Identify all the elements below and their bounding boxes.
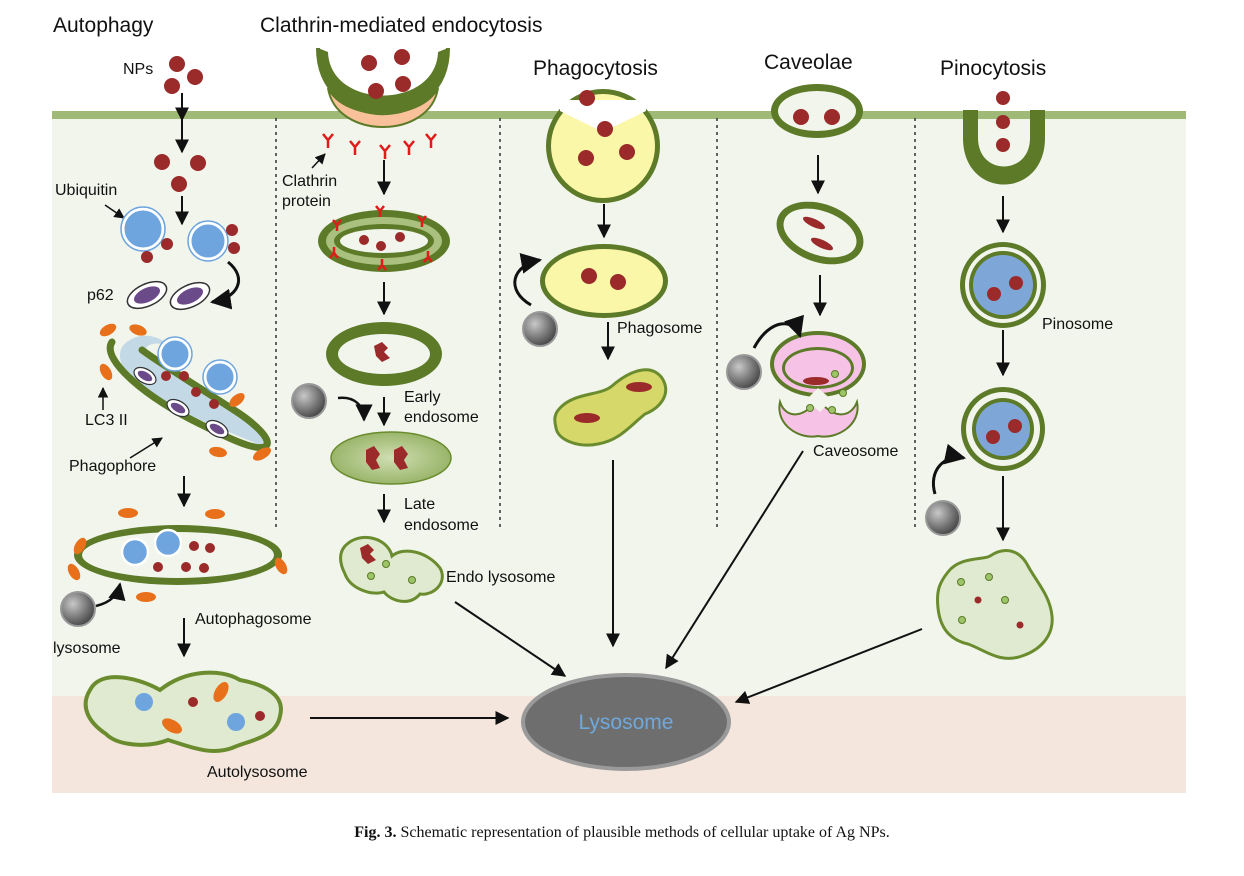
- coated-vesicle-icon: [318, 205, 450, 272]
- curved-arrow: [95, 582, 126, 608]
- curved-arrow: [209, 260, 241, 310]
- pointer-arrow: [129, 437, 163, 459]
- label-early: Early: [404, 389, 440, 406]
- caption-prefix: Fig. 3.: [354, 824, 397, 841]
- clathrin-protein-icon: [322, 133, 437, 159]
- caption-text: Schematic representation of plausible me…: [400, 824, 890, 841]
- label-lc3: LC3 II: [85, 412, 128, 429]
- arrow: [454, 601, 567, 677]
- pinosome-icon: [961, 387, 1045, 471]
- label-phagophore: Phagophore: [69, 458, 156, 475]
- label-nps: NPs: [123, 61, 153, 78]
- phagocytosis-column: Phagosome: [513, 89, 702, 648]
- label-endo-lysosome: Endo lysosome: [446, 569, 555, 586]
- uptake-diagram: Autophagy Clathrin-mediated endocytosis …: [52, 14, 1186, 793]
- phagocytic-cup-icon: [546, 89, 660, 203]
- arrow: [665, 450, 804, 670]
- lysosome-icon: [291, 383, 327, 419]
- caveola-icon: [771, 84, 863, 138]
- label-clathrin: Clathrin: [282, 173, 337, 190]
- p62-icon: [126, 280, 211, 311]
- endo-lysosome-icon: [339, 535, 444, 603]
- lysosome-icon: [522, 311, 558, 347]
- caveolae-column: Caveosome: [665, 84, 898, 670]
- label-p62: p62: [87, 287, 114, 304]
- autophagy-column: NPs Ubiquitin p62: [53, 56, 312, 781]
- central-lysosome: Lysosome: [521, 673, 731, 771]
- phagosome-icon: [540, 244, 668, 318]
- label-autolysosome: Autolysosome: [207, 764, 308, 781]
- caveosome-icon: [770, 331, 866, 438]
- curved-arrow: [932, 443, 967, 495]
- nanoparticles: [161, 371, 219, 409]
- late-endosome-icon: [330, 431, 452, 485]
- heading-phagocytosis: Phagocytosis: [533, 57, 658, 80]
- curved-arrow: [337, 396, 373, 422]
- curved-arrow: [513, 253, 543, 307]
- autophagosome-icon: [67, 508, 288, 602]
- label-phagosome: Phagosome: [617, 320, 702, 337]
- pointer-arrow: [104, 204, 125, 219]
- label-ubiquitin: Ubiquitin: [55, 182, 117, 199]
- pointer-arrow: [311, 153, 326, 169]
- label-clathrin-protein: protein: [282, 193, 331, 210]
- lysosome-icon: [925, 500, 961, 536]
- figure-caption: Fig. 3. Schematic representation of plau…: [0, 824, 1244, 842]
- ubiquitin-icon: [120, 206, 229, 262]
- pinocytic-pit-icon: [963, 91, 1045, 185]
- clathrin-column: Clathrin protein Early endosome: [282, 47, 555, 603]
- p62-icon: [133, 366, 229, 439]
- autolysosome-icon: [83, 670, 283, 753]
- label-caveosome: Caveosome: [813, 443, 898, 460]
- nanoparticles: [154, 56, 206, 192]
- label-pinosome: Pinosome: [1042, 316, 1113, 333]
- heading-caveolae: Caveolae: [764, 51, 853, 74]
- label-lysosome-small: lysosome: [53, 640, 121, 657]
- pinocytosis-column: Pinosome: [734, 91, 1113, 704]
- early-endosome-icon: [326, 322, 442, 386]
- label-late-endosome: endosome: [404, 517, 479, 534]
- heading-clathrin: Clathrin-mediated endocytosis: [260, 14, 542, 37]
- label-lysosome-center: Lysosome: [579, 711, 674, 734]
- pino-lysosome-icon: [936, 549, 1054, 660]
- arrow: [734, 628, 923, 704]
- label-late: Late: [404, 496, 435, 513]
- nanoparticles: [141, 224, 240, 263]
- clathrin-pit-icon: [316, 47, 450, 128]
- heading-autophagy: Autophagy: [53, 14, 154, 37]
- caveolar-vesicle-icon: [776, 201, 864, 265]
- label-early-endosome: endosome: [404, 409, 479, 426]
- ubiquitin-icon: [157, 336, 238, 395]
- lysosome-icon: [726, 354, 762, 390]
- pinosome-icon: [960, 242, 1046, 328]
- column-dividers: [275, 118, 916, 528]
- curved-arrow: [752, 314, 804, 349]
- label-autophagosome: Autophagosome: [195, 611, 312, 628]
- lc3-marker: [99, 323, 272, 461]
- phagolysosome-icon: [553, 368, 668, 447]
- lysosome-icon: [60, 591, 96, 627]
- heading-pinocytosis: Pinocytosis: [940, 57, 1046, 80]
